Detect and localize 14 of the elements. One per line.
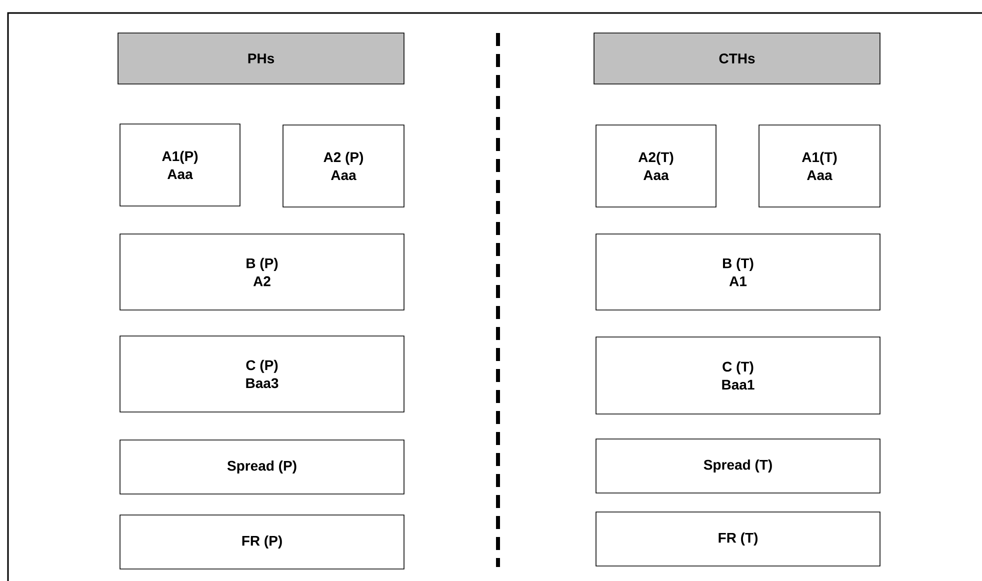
text-box: C (T) Baa1 <box>596 336 880 414</box>
header-box: PHs <box>118 32 404 84</box>
text-box: Spread (T) <box>596 438 880 494</box>
text-box: A1(P) Aaa <box>120 124 240 206</box>
text-box: A2 (P) Aaa <box>282 124 404 208</box>
text-box: B (P) A2 <box>120 234 404 310</box>
text-box: FR (T) <box>596 512 880 566</box>
header-box: CTHs <box>594 32 880 84</box>
text-box: FR (P) <box>120 514 404 570</box>
text-box: A1(T) Aaa <box>758 124 880 208</box>
text-box: C (P) Baa3 <box>120 336 404 412</box>
text-box: Spread (P) <box>120 440 404 494</box>
text-box: A2(T) Aaa <box>596 124 716 208</box>
text-box: B (T) A1 <box>596 234 880 310</box>
